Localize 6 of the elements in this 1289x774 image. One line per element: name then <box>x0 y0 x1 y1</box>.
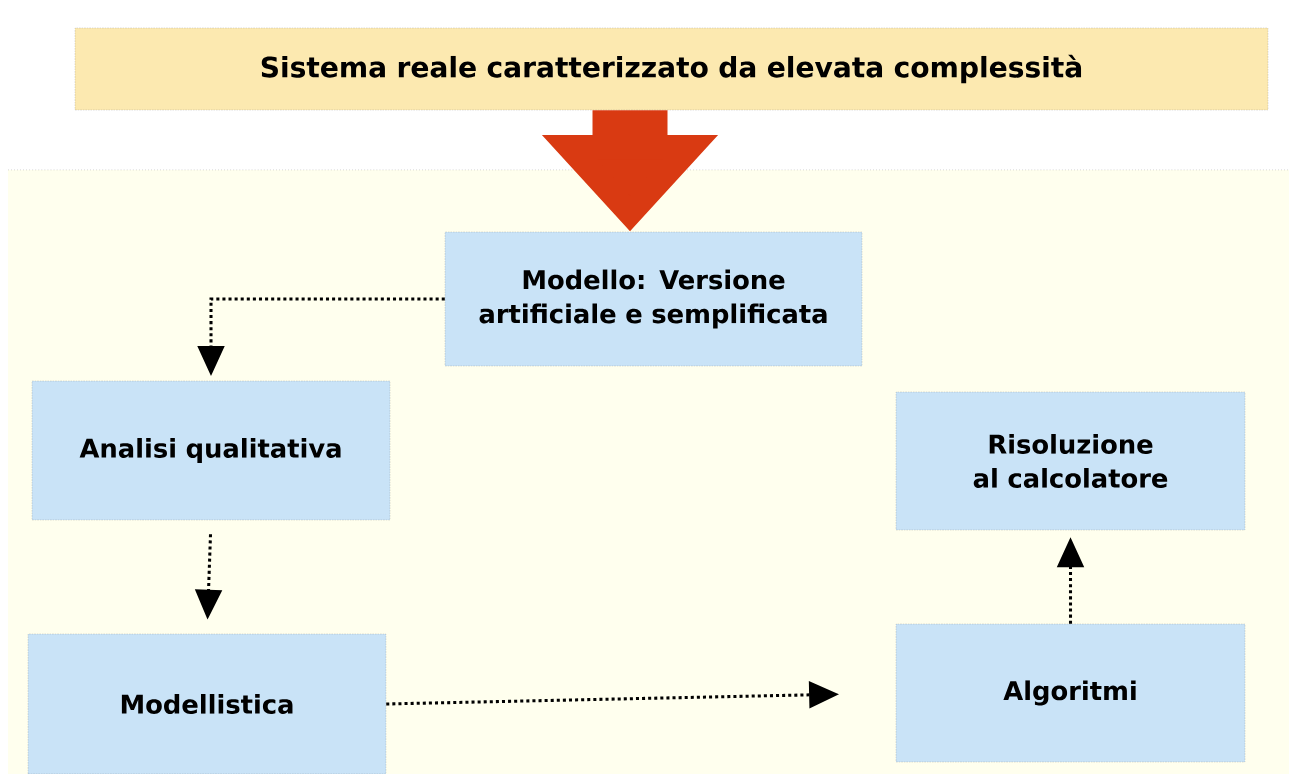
title-box: Sistema reale caratterizzato da elevata complessità <box>74 27 1269 111</box>
process-box: Analisi qualitativa <box>31 380 391 521</box>
process-box: Modello: Versione artificiale e semplificata <box>444 231 863 367</box>
process-box: Modellistica <box>27 633 387 774</box>
process-box: Risoluzione al calcolatore <box>895 391 1246 531</box>
process-box: Algoritmi <box>895 623 1246 763</box>
